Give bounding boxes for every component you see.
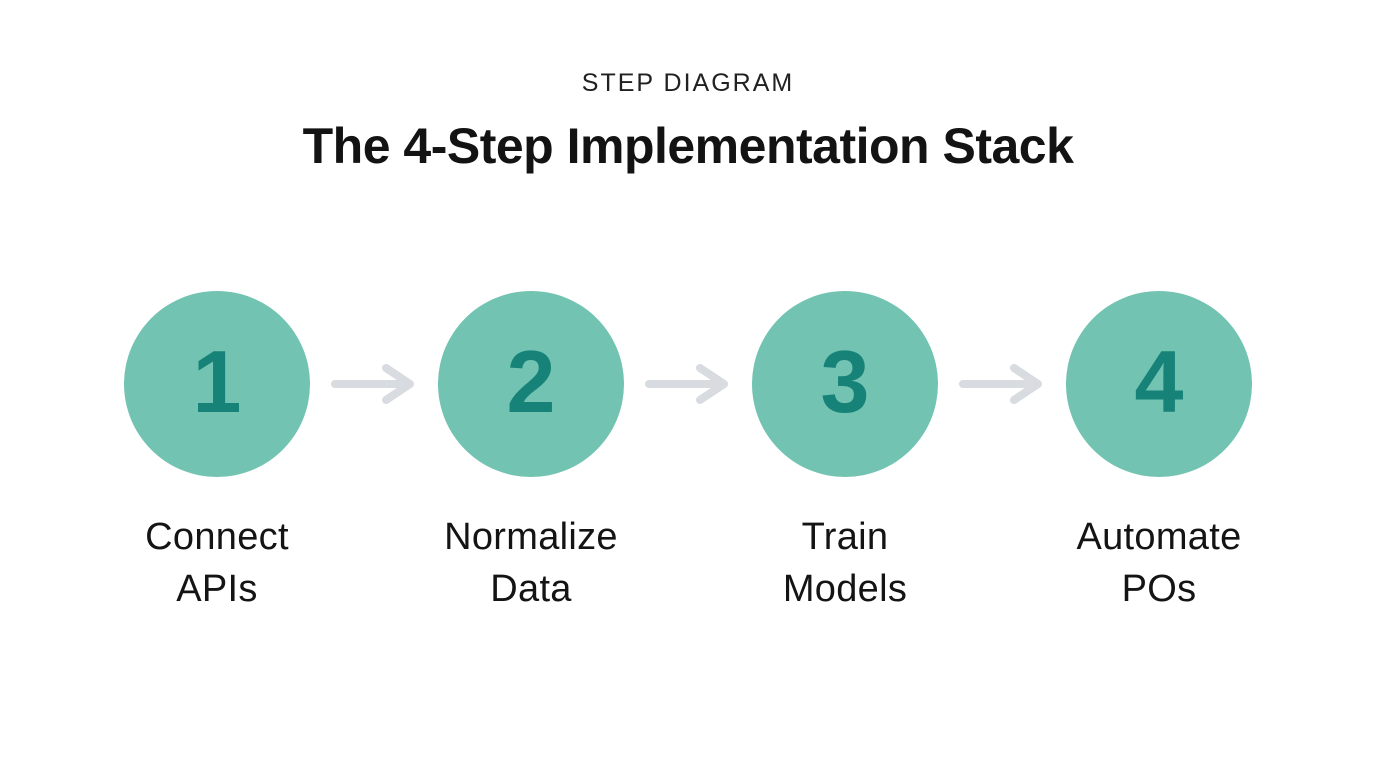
step-1-label-line1: Connect [145, 516, 289, 558]
step-4: 4 Automate POs [1044, 291, 1274, 615]
step-1-circle: 1 [124, 291, 310, 477]
diagram-header: STEP DIAGRAM The 4-Step Implementation S… [0, 0, 1376, 176]
step-4-label-line1: Automate [1076, 516, 1242, 558]
right-arrow-icon [331, 364, 414, 404]
step-2-label-line1: Normalize [444, 516, 618, 558]
step-2: 2 Normalize Data [416, 291, 646, 615]
step-3-number: 3 [820, 332, 870, 431]
step-2-label-line2: Data [490, 568, 572, 610]
step-3-label-line2: Models [782, 568, 908, 610]
arrow-3 [959, 291, 1044, 477]
step-3-circle: 3 [752, 291, 938, 477]
eyebrow-label: STEP DIAGRAM [581, 69, 795, 97]
step-4-circle: 4 [1066, 291, 1252, 477]
arrow-2 [645, 291, 730, 477]
step-2-circle: 2 [438, 291, 624, 477]
step-1-label: Connect APIs [145, 511, 289, 615]
step-3-label: Train Models [783, 511, 907, 615]
right-arrow-icon [959, 364, 1042, 404]
step-2-label: Normalize Data [444, 511, 618, 615]
step-1: 1 Connect APIs [102, 291, 332, 615]
arrow-1 [331, 291, 416, 477]
step-1-label-line2: APIs [176, 568, 258, 610]
step-3: 3 Train Models [730, 291, 960, 615]
page-title: The 4-Step Implementation Stack [302, 118, 1074, 174]
step-1-number: 1 [192, 332, 242, 431]
step-2-number: 2 [506, 332, 556, 431]
step-4-label: Automate POs [1076, 511, 1241, 615]
step-4-number: 4 [1134, 332, 1184, 431]
step-4-label-line2: POs [1121, 568, 1197, 610]
step-diagram: 1 Connect APIs 2 Normalize Data 3 [0, 291, 1376, 615]
right-arrow-icon [645, 364, 728, 404]
step-3-label-line1: Train [801, 516, 889, 558]
